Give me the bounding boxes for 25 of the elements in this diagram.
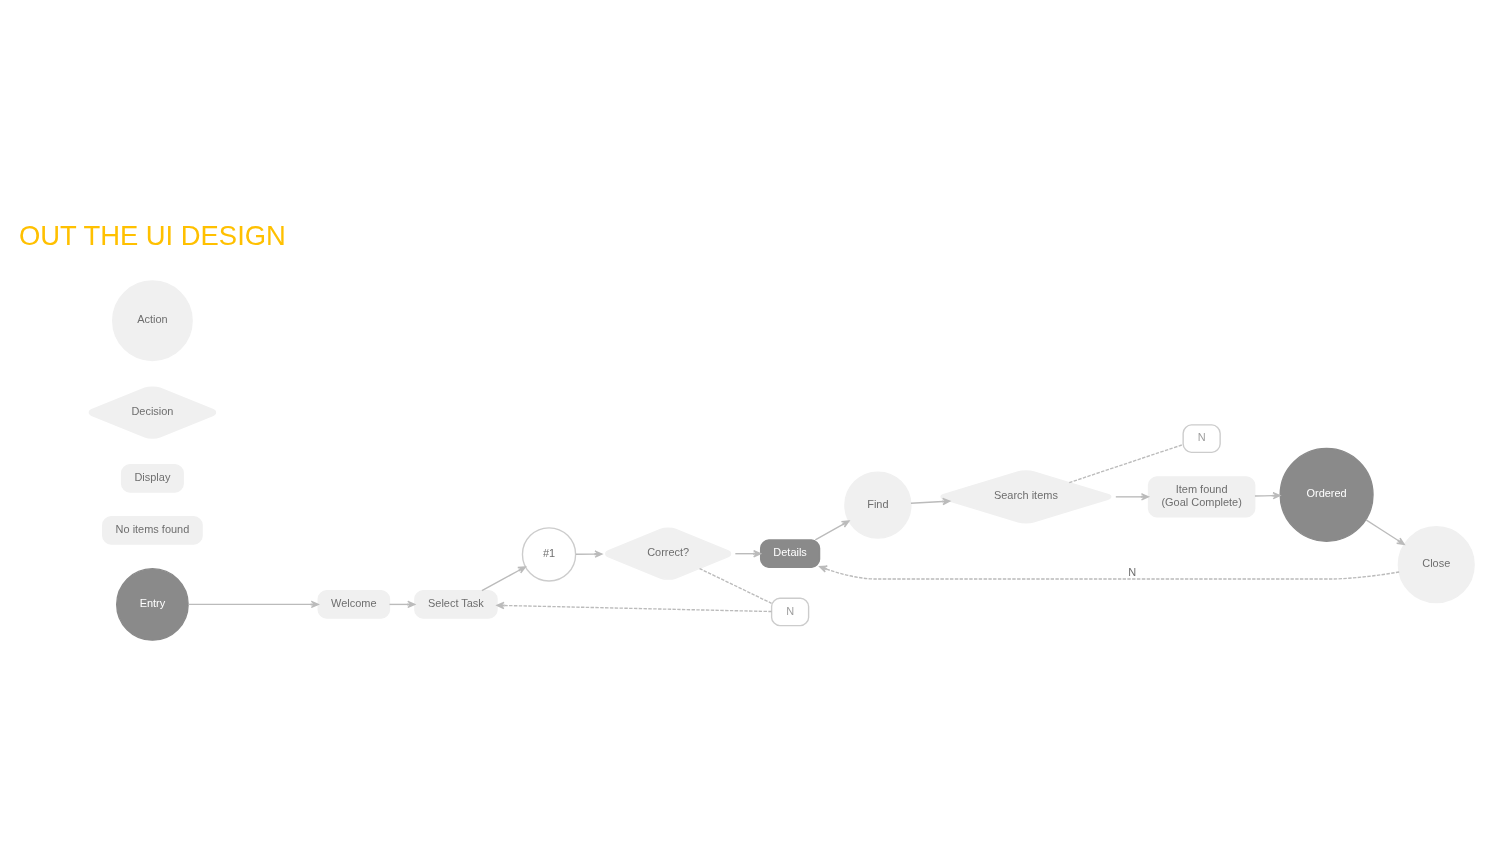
node-box: N — [770, 597, 810, 627]
arrow — [814, 520, 850, 541]
arrow — [734, 549, 762, 558]
arrow — [1115, 493, 1150, 501]
node-circle: Find — [844, 471, 912, 539]
arrow — [910, 497, 951, 506]
arrow — [187, 600, 319, 609]
label: OUT THE UI DESIGN — [18, 220, 286, 252]
connector — [1068, 443, 1184, 484]
node-box: Welcome — [317, 590, 391, 619]
node-circle: #1 — [521, 527, 577, 582]
node-box: Select Task — [414, 590, 498, 619]
arrow — [1254, 491, 1281, 500]
arrow — [575, 550, 603, 558]
arrow — [496, 601, 773, 613]
arrow — [388, 600, 416, 609]
node-circle: Entry — [116, 568, 189, 641]
node-circle: Ordered — [1279, 447, 1374, 542]
edge-label: N — [1128, 565, 1137, 578]
arrow — [1365, 519, 1405, 546]
node-box: Details — [759, 539, 821, 569]
connector — [698, 567, 773, 604]
node-box: Item found (Goal Complete) — [1147, 476, 1256, 518]
node-box: N — [1182, 424, 1221, 453]
arrow — [481, 566, 526, 592]
